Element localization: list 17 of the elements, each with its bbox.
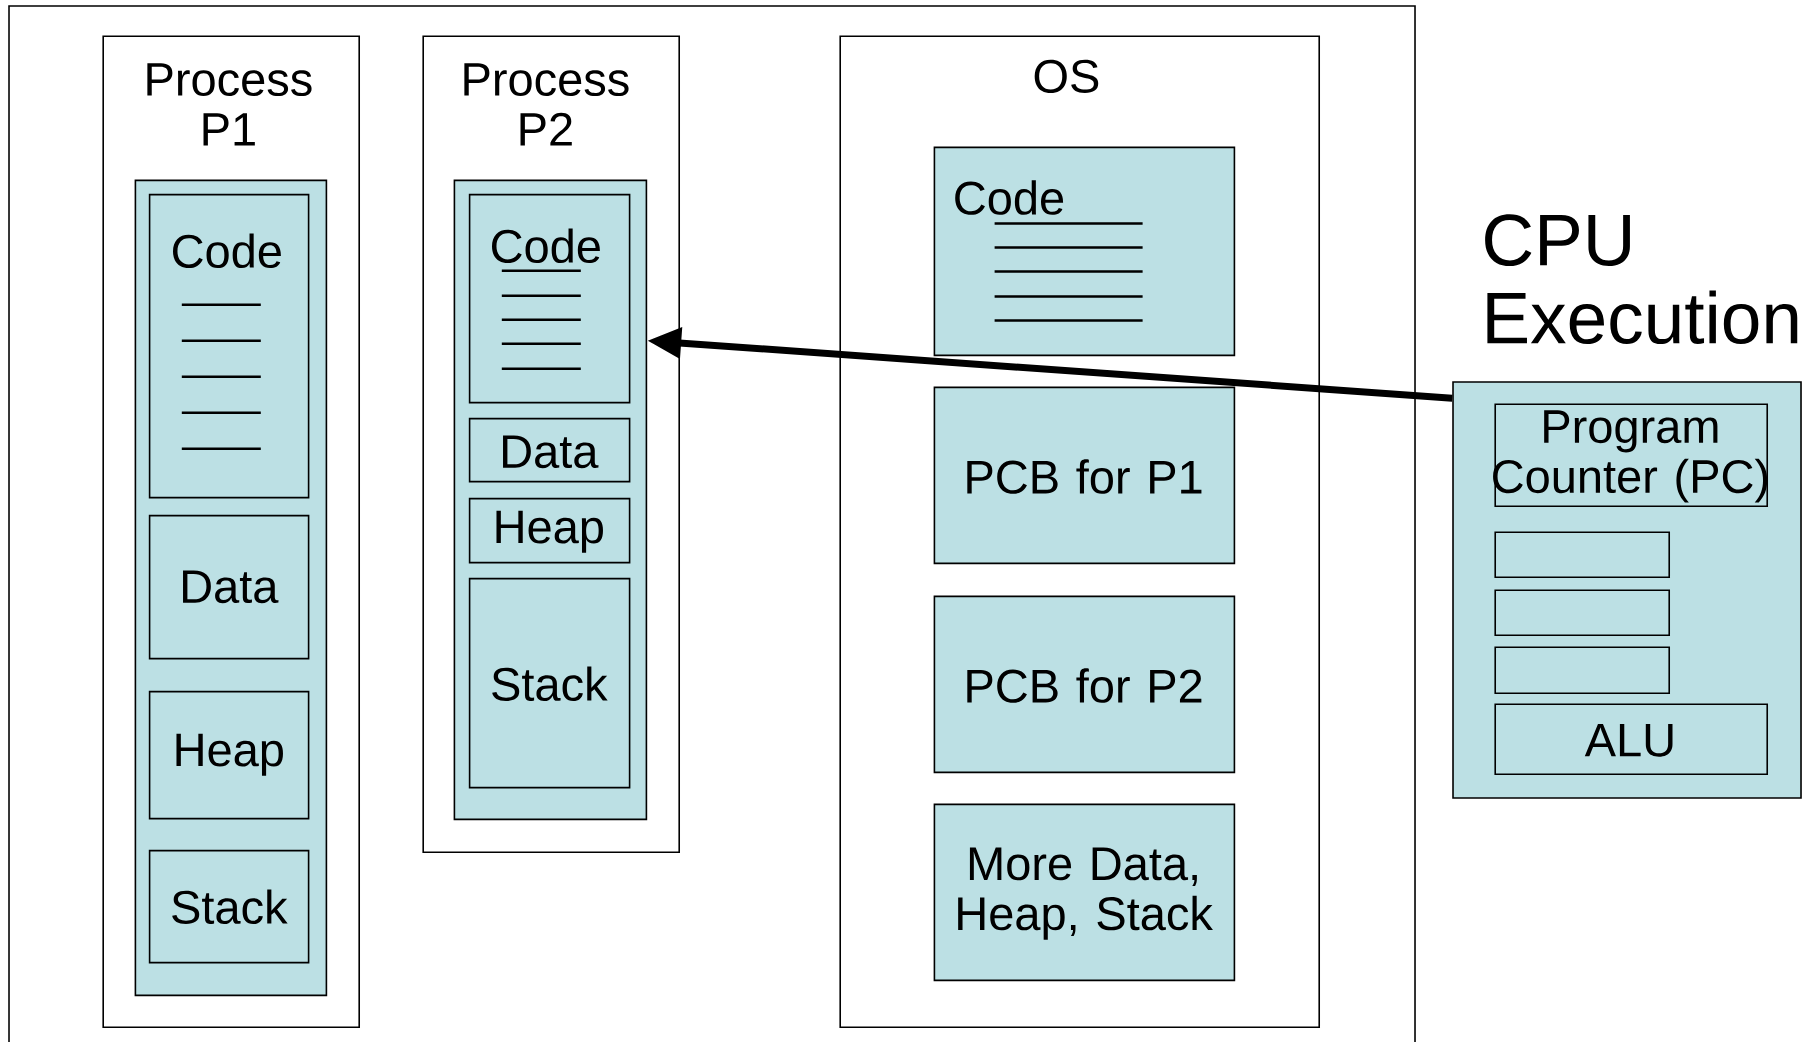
- data-box: Data: [148, 514, 310, 660]
- alu-box: ALU: [1494, 703, 1768, 775]
- register-box: [1494, 531, 1670, 578]
- stack-box: Stack: [468, 577, 631, 789]
- register-box: [1494, 589, 1670, 636]
- data-box: Data: [468, 417, 631, 483]
- heap-box: Heap: [148, 690, 310, 820]
- code-box: Code: [933, 146, 1236, 357]
- node-label: CPU Execution: [1485, 214, 1798, 345]
- code-box: Code: [148, 193, 310, 499]
- stack-box: Stack: [148, 849, 310, 964]
- pcb-box: PCB for P1: [933, 386, 1236, 565]
- memory-box: More Data, Heap, Stack: [933, 803, 1236, 982]
- pcb-box: PCB for P2: [933, 595, 1236, 774]
- heap-box: Heap: [468, 497, 631, 564]
- code-box: Code: [468, 193, 631, 404]
- register-box: [1494, 646, 1670, 694]
